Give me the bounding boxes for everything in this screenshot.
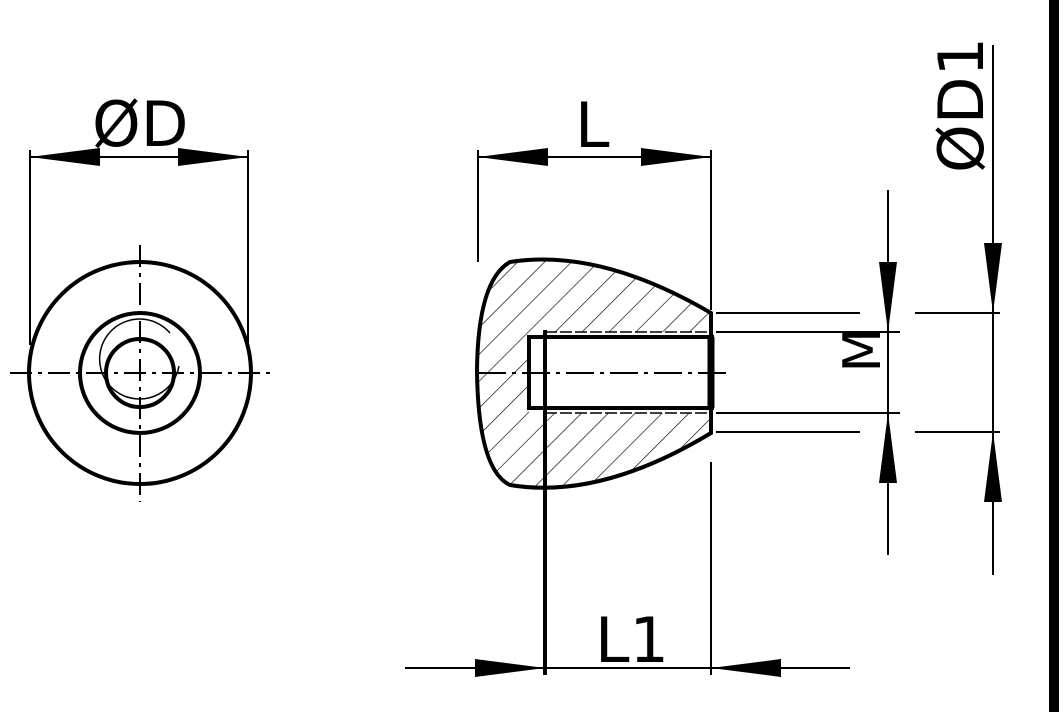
frame-border [1049,0,1059,712]
knob-body-outline [474,257,713,490]
label-L: L [575,89,610,162]
label-D1: ØD1 [925,37,998,173]
arrow-icon [711,659,781,677]
arrow-icon [478,148,548,166]
arrow-icon [30,148,100,166]
arrow-icon [178,148,248,166]
front-view [10,150,270,502]
arrow-icon [879,413,897,483]
thread-arc [98,318,180,400]
label-D: ØD [92,88,189,161]
arrow-icon [984,243,1002,313]
arrow-icon [984,432,1002,502]
label-M: M [833,328,893,373]
label-L1: L1 [595,604,669,677]
arrow-icon [879,262,897,332]
arrow-icon [641,148,711,166]
section-view [474,257,730,675]
arrows [475,148,1002,677]
arrow-icon [475,659,545,677]
